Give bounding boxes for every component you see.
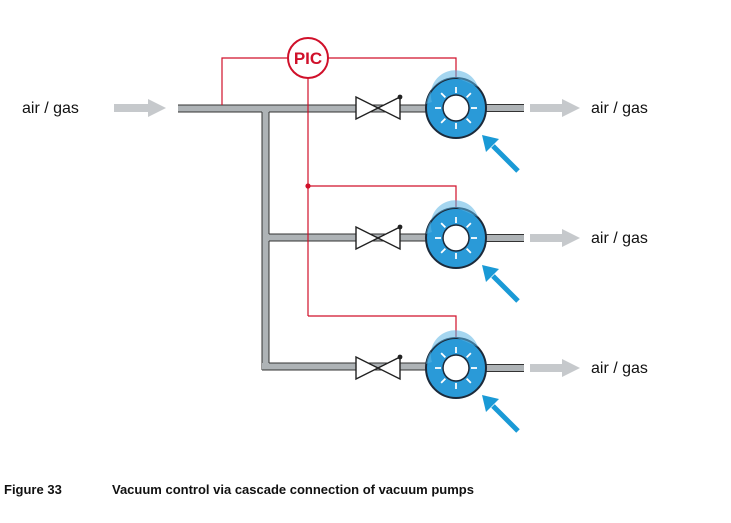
outlet-pipe: [484, 364, 524, 372]
figure-title: Vacuum control via cascade connection of…: [112, 482, 474, 497]
cooling-arrow: [482, 265, 520, 303]
vacuum-pump-icon: [425, 330, 487, 399]
vacuum-pump-icon: [425, 200, 487, 269]
outlet-label-2: air / gas: [591, 230, 648, 247]
outlet-flow-arrow: [530, 359, 580, 377]
inlet-label: air / gas: [22, 100, 79, 117]
outlet-flow-arrow: [530, 99, 580, 117]
control-lines: [221, 57, 457, 340]
outlet-pipe: [484, 104, 524, 112]
cooling-arrow: [482, 395, 520, 433]
valve-icon: [355, 224, 403, 251]
controller-label: PIC: [294, 49, 322, 68]
vacuum-pump-icon: [425, 70, 487, 139]
inlet-flow-arrow: [114, 99, 166, 117]
outlet-label-3: air / gas: [591, 360, 648, 377]
valve-icon: [355, 94, 403, 121]
outlet-flow-arrow: [530, 229, 580, 247]
pressure-indicator-controller-icon: PIC: [287, 37, 329, 79]
figure-number: Figure 33: [4, 482, 62, 497]
outlet-pipe: [484, 234, 524, 242]
cooling-arrow: [482, 135, 520, 173]
outlet-label-1: air / gas: [591, 100, 648, 117]
valve-icon: [355, 354, 403, 381]
